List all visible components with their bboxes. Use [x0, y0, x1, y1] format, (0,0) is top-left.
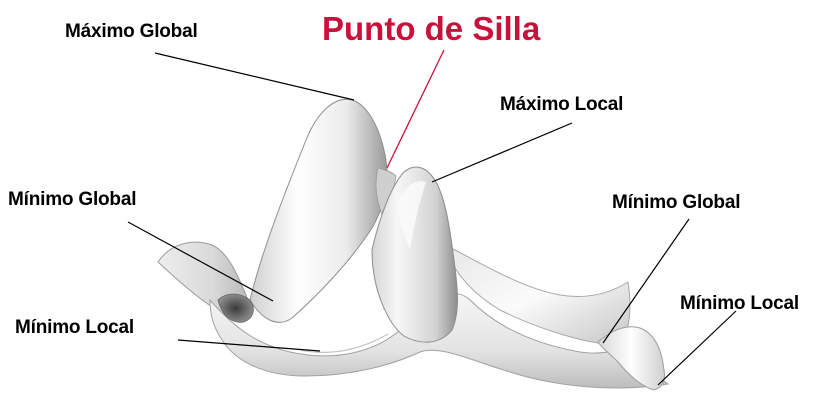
label-local-maximum: Máximo Local: [500, 95, 623, 114]
label-global-maximum: Máximo Global: [65, 22, 198, 41]
saddle-point-title: Punto de Silla: [322, 12, 540, 45]
label-global-minimum-left: Mínimo Global: [8, 190, 136, 209]
label-global-minimum-right: Mínimo Global: [612, 193, 740, 212]
label-local-minimum-left: Mínimo Local: [15, 318, 134, 337]
label-local-minimum-right: Mínimo Local: [680, 294, 799, 313]
